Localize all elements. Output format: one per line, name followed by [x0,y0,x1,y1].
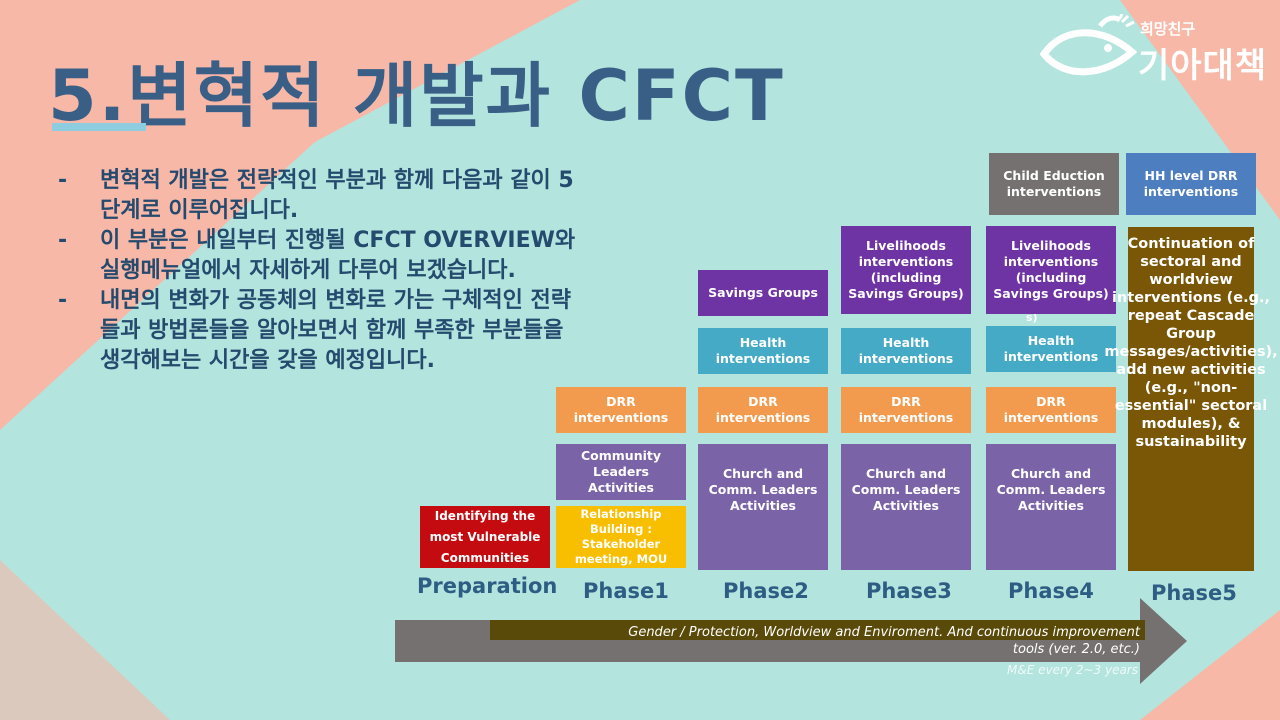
logo-name: 기아대책 [1138,46,1268,86]
bullet-item: - 이 부분은 내일부터 진행될 CFCT OVERVIEW와 실행메뉴얼에서 … [58,226,578,286]
box-community-leaders: Community Leaders Activities [556,444,686,500]
box-drr-phase2: DRR interventions [698,387,828,433]
box-church-leaders-phase3: Church and Comm. Leaders Activities [841,444,971,570]
organization-logo: 희망친구 기아대책 [1040,8,1270,88]
phase-label-phase3: Phase3 [866,579,952,603]
phase-label-phase4: Phase4 [1008,579,1094,603]
bullet-list: - 변혁적 개발은 전략적인 부분과 함께 다음과 같이 5단계로 이루어집니다… [58,166,578,376]
bullet-text: 이 부분은 내일부터 진행될 CFCT OVERVIEW와 실행메뉴얼에서 자세… [100,228,576,283]
phase-label-preparation: Preparation [417,574,558,598]
bullet-text: 내면의 변화가 공동체의 변화로 가는 구체적인 전략들과 방법론들을 알아보면… [100,288,571,373]
box-hh-level-drr: HH level DRR interventions [1126,153,1256,215]
bullet-dash: - [58,228,68,253]
box-relationship-building: Relationship Building : Stakeholder meet… [556,506,686,568]
arrow-caption-line3: M&E every 2~3 years [1007,663,1138,677]
box-health-phase4: Health interventions [986,326,1116,372]
phase-label-phase2: Phase2 [723,579,809,603]
box-church-leaders-phase4: Church and Comm. Leaders Activities [986,444,1116,570]
box-livelihoods-phase4: Livelihoods interventions (including Sav… [986,226,1116,314]
box-livelihoods-phase3: Livelihoods interventions (including Sav… [841,226,971,314]
timeline-arrow-icon [395,598,1187,684]
arrow-caption-line2: tools (ver. 2.0, etc.) [1012,642,1140,657]
box-drr-phase4: DRR interventions [986,387,1116,433]
logo-tagline: 희망친구 [1140,20,1196,38]
title-underline [52,123,146,131]
box-identifying-vulnerable-communities: Identifying the most Vulnerable Communit… [420,506,550,568]
bullet-dash: - [58,168,68,193]
box-drr-phase3: DRR interventions [841,387,971,433]
fish-logo-icon [1040,14,1138,76]
box-drr-phase1: DRR interventions [556,387,686,433]
box-church-leaders-phase2: Church and Comm. Leaders Activities [698,444,828,570]
box-continuation-sustainability: Continuation of sectoral and worldview i… [1104,227,1278,571]
phase-label-phase1: Phase1 [583,579,669,603]
box-health-phase2: Health interventions [698,328,828,374]
box-child-education: Child Eduction interventions [989,153,1119,215]
arrow-caption-line1: Gender / Protection, Worldview and Envir… [628,625,1140,640]
phase-label-phase5: Phase5 [1151,581,1237,605]
bullet-text: 변혁적 개발은 전략적인 부분과 함께 다음과 같이 5단계로 이루어집니다. [100,168,574,223]
box-health-phase3: Health interventions [841,328,971,374]
box-savings-groups: Savings Groups [698,270,828,316]
bullet-dash: - [58,288,68,313]
stray-text-fragment: s) [1026,311,1038,324]
bullet-item: - 변혁적 개발은 전략적인 부분과 함께 다음과 같이 5단계로 이루어집니다… [58,166,578,226]
bullet-item: - 내면의 변화가 공동체의 변화로 가는 구체적인 전략들과 방법론들을 알아… [58,286,578,376]
slide-title: 5.변혁적 개발과 CFCT [48,55,785,137]
